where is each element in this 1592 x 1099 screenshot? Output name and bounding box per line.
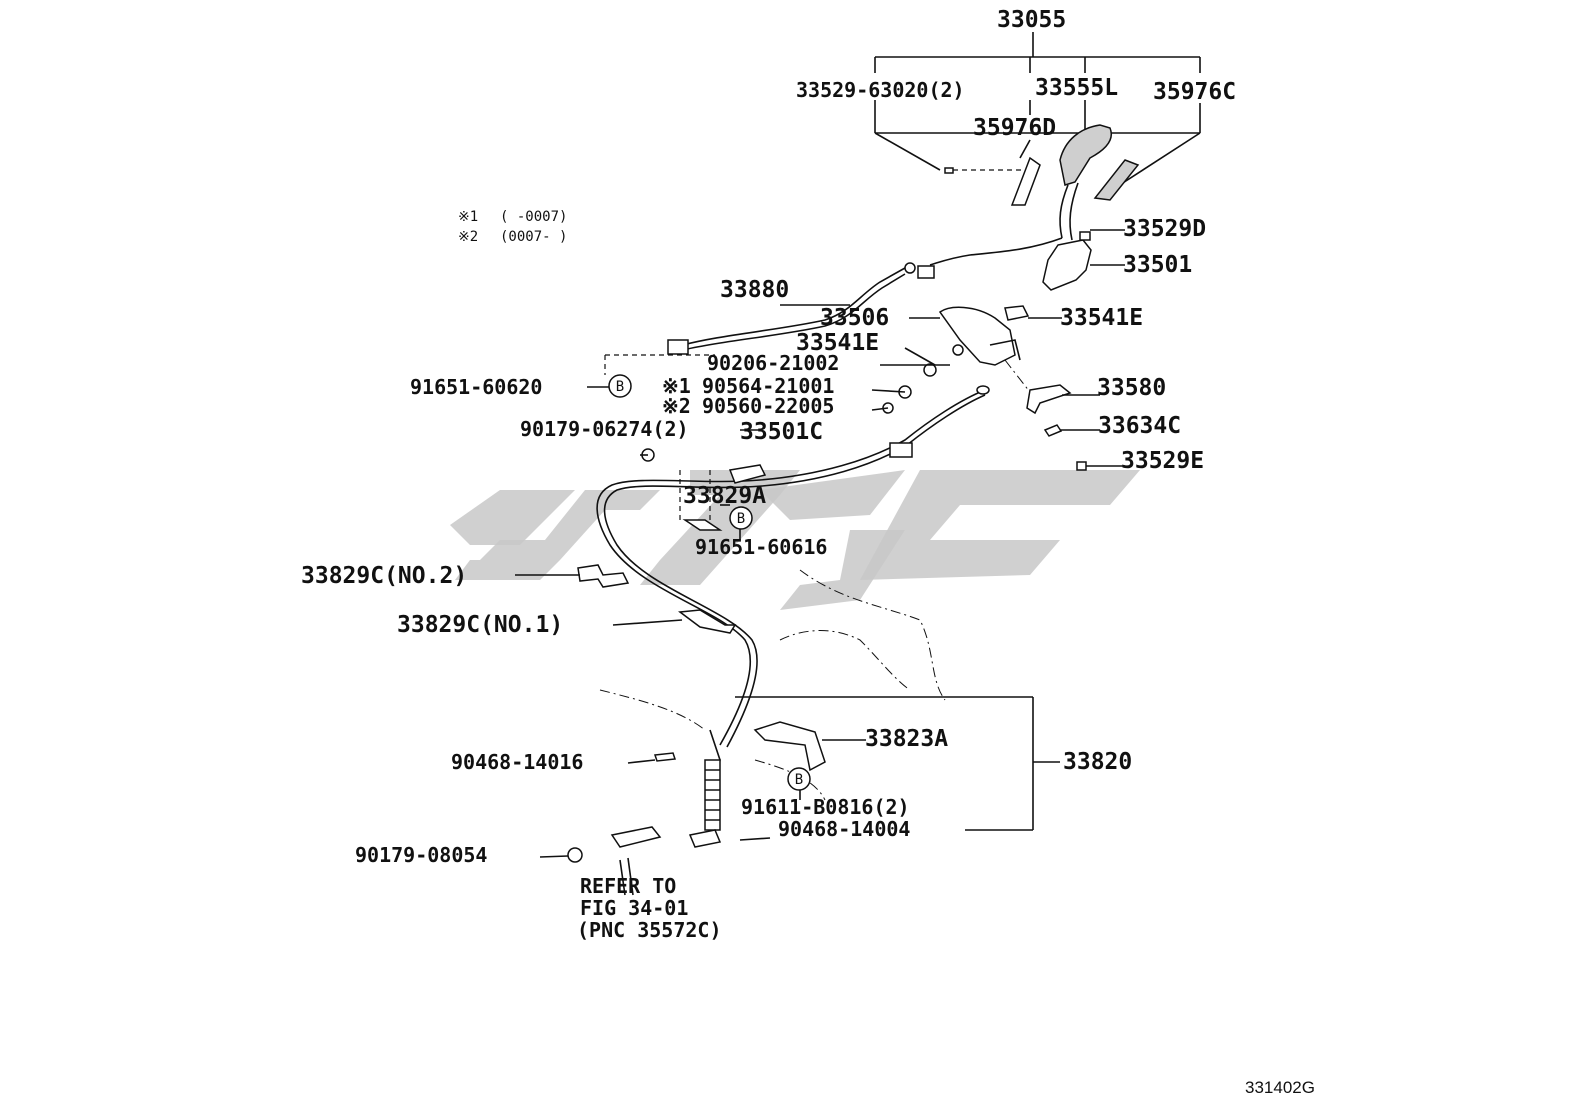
shift-lever-assembly [917,124,1140,321]
label-33541e-right: 33541E [1060,305,1143,331]
body-outline [599,569,946,801]
refer-line-3: (PNC 35572C) [577,918,722,942]
refer-line-2: FIG 34-01 [580,896,688,920]
note-2-mark: ※2 [458,229,478,245]
parts-33580-group [1026,384,1125,471]
label-33529-63020: 33529-63020(2) [796,78,965,102]
label-33880: 33880 [720,277,789,303]
badge-b-text: B [795,772,803,788]
badge-b-text: B [737,511,745,527]
label-33501: 33501 [1123,252,1192,278]
label-91651-60616: 91651-60616 [695,535,827,559]
label-33529e: 33529E [1121,448,1204,474]
badge-b-2: B [729,506,753,530]
label-33555l: 33555L [1035,75,1118,101]
note-1-mark: ※1 [458,209,478,225]
badge-b-3: B [787,767,811,791]
label-35976d: 35976D [973,115,1056,141]
label-33501c: 33501C [740,419,823,445]
label-35976c: 35976C [1153,79,1236,105]
label-90179-08054: 90179-08054 [355,843,487,867]
label-33829c-no2: 33829C(NO.2) [301,563,467,589]
note-2-text: (0007- ) [500,229,567,245]
figure-code: 331402G [1245,1078,1315,1097]
bracket-33055 [874,32,1201,189]
badge-b-1: B [608,374,632,398]
lower-linkage [567,721,826,896]
leader-lines [515,229,1125,858]
label-33829c-no1: 33829C(NO.1) [397,612,563,638]
watermark-logo [450,470,1140,610]
label-33634c: 33634C [1098,413,1181,439]
cable-33501c [596,354,990,748]
label-33823a: 33823A [865,726,948,752]
label-33529d: 33529D [1123,216,1206,242]
badge-b-text: B [616,379,624,395]
label-mark-1: ※1 [662,374,691,398]
label-33829a: 33829A [683,483,766,509]
label-33580: 33580 [1097,375,1166,401]
label-33541e-left: 33541E [796,330,879,356]
label-mark-2: ※2 [662,394,691,418]
refer-line-1: REFER TO [580,874,676,898]
label-33055: 33055 [997,7,1066,33]
label-90468-14004: 90468-14004 [778,817,910,841]
label-90206-21002: 90206-21002 [707,351,839,375]
label-33506: 33506 [820,305,889,331]
label-33820: 33820 [1063,749,1132,775]
label-90564-21001: 90564-21001 [702,374,834,398]
bracket-33820 [735,696,1060,831]
base-bracket-33506 [882,306,1041,414]
cable-33880 [667,262,916,355]
label-91651-60620: 91651-60620 [410,375,542,399]
note-1-text: ( -0007) [500,209,567,225]
label-90560-22005: 90560-22005 [702,394,834,418]
label-90179-06274: 90179-06274(2) [520,417,689,441]
label-91611-b0816: 91611-B0816(2) [741,795,910,819]
clamps-33829c [577,564,737,634]
label-90468-14016: 90468-14016 [451,750,583,774]
